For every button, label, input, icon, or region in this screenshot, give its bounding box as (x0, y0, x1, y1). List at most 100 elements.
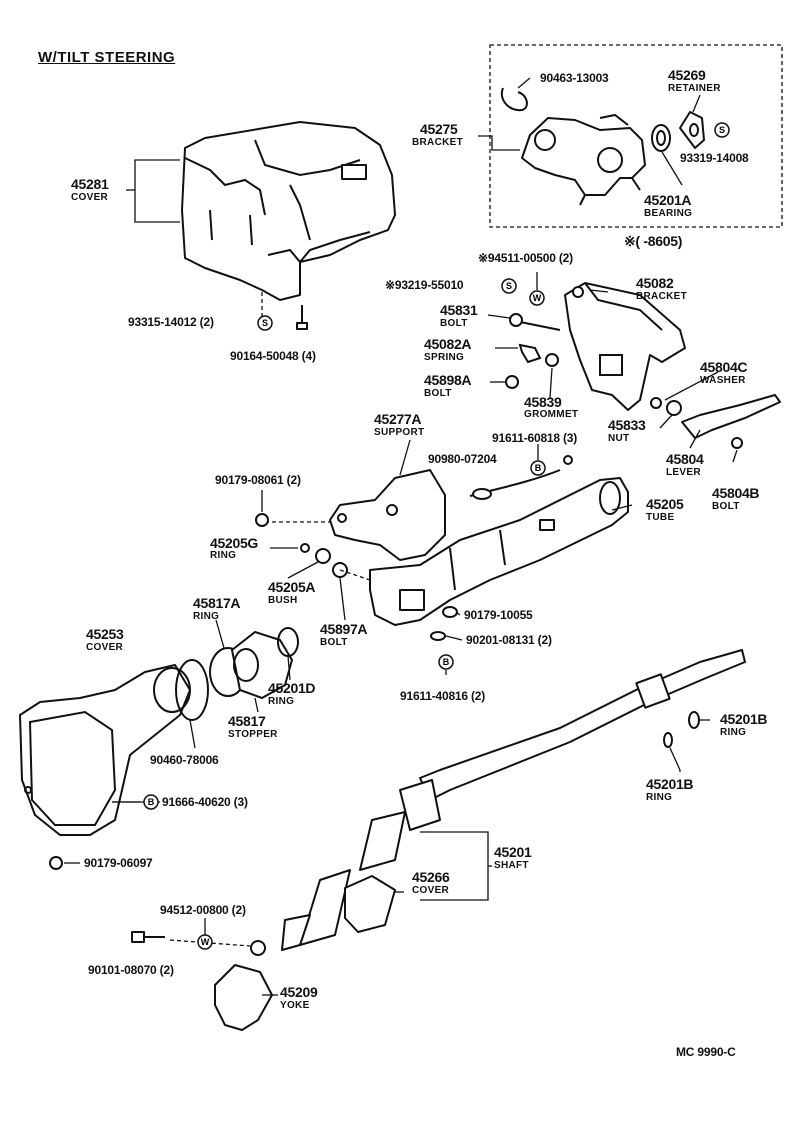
label-90101: 90101-08070 (2) (88, 963, 174, 977)
label-45205A-name: BUSH (268, 595, 298, 606)
label-90179-06097: 90179-06097 (84, 856, 153, 870)
label-45804-num: 45804 (666, 451, 704, 467)
label-91611-60818: 91611-60818 (3) (492, 431, 578, 445)
bolt-45898A (505, 375, 519, 389)
support-45277A (329, 469, 446, 561)
label-45266-num: 45266 (412, 869, 450, 885)
symbol-s-93315: S (257, 315, 273, 331)
spring-90463 (500, 87, 528, 112)
label-45817-num: 45817 (228, 713, 266, 729)
label-45898A-name: BOLT (424, 388, 452, 399)
upper-cover-drawing (181, 121, 396, 301)
diagram-title: W/TILT STEERING (38, 49, 176, 66)
label-45082-name: BRACKET (636, 291, 687, 302)
symbol-b-91611-60818: B (530, 460, 546, 476)
label-45205G-num: 45205G (210, 535, 259, 551)
label-45281-num: 45281 (71, 176, 109, 192)
label-45201-name: SHAFT (494, 860, 529, 871)
nut-90179-08061 (255, 513, 269, 527)
symbol-s-93319: S (714, 122, 730, 138)
label-90980: 90980-07204 (428, 452, 497, 466)
label-45253-name: COVER (86, 642, 124, 653)
label-45201B-upper-name: RING (720, 727, 747, 738)
label-45898A-num: 45898A (424, 372, 472, 388)
label-45839-name: GROMMET (524, 409, 579, 420)
label-45205G-name: RING (210, 550, 237, 561)
label-45804B-num: 45804B (712, 485, 760, 501)
label-45253-num: 45253 (86, 626, 124, 642)
label-45205-name: TUBE (646, 512, 675, 523)
label-45831-name: BOLT (440, 318, 468, 329)
bolt-45831 (509, 313, 561, 331)
nut-45833 (666, 400, 682, 416)
svg-text:B: B (535, 463, 542, 473)
label-45205-num: 45205 (646, 496, 684, 512)
label-45201A-num: 45201A (644, 192, 692, 208)
label-90179-10055: 90179-10055 (464, 608, 533, 622)
label-90463: 90463-13003 (540, 71, 609, 85)
yoke-45209 (214, 964, 273, 1031)
bracket-45082-drawing (564, 282, 686, 411)
label-90460: 90460-78006 (150, 753, 219, 767)
label-45082A-num: 45082A (424, 336, 472, 352)
label-45269-name: RETAINER (668, 83, 721, 94)
label-45209-name: YOKE (280, 1000, 310, 1011)
label-45201D-name: RING (268, 696, 295, 707)
footer-code: MC 9990-C (676, 1045, 736, 1059)
label-45804C-num: 45804C (700, 359, 748, 375)
bearing-45201A (651, 124, 671, 152)
ring-45205G (300, 543, 310, 553)
svg-text:W: W (201, 937, 210, 947)
leader-lines (64, 77, 738, 996)
label-45201B-lower-num: 45201B (646, 776, 694, 792)
label-45201D-num: 45201D (268, 680, 316, 696)
label-91666: 91666-40620 (3) (162, 795, 248, 809)
label-90201: 90201-08131 (2) (466, 633, 552, 647)
svg-text:B: B (148, 797, 155, 807)
label-45082-num: 45082 (636, 275, 674, 291)
label-91611-40816: 91611-40816 (2) (400, 689, 486, 703)
label-45082A-name: SPRING (424, 352, 465, 363)
label-45277A-num: 45277A (374, 411, 422, 427)
label-45201B-upper-num: 45201B (720, 711, 768, 727)
label-45201A-name: BEARING (644, 208, 693, 219)
label-45833-name: NUT (608, 433, 630, 444)
label-45817A-num: 45817A (193, 595, 241, 611)
symbol-s-93219: S (501, 278, 517, 294)
symbol-b-91611-40816: B (438, 654, 454, 670)
label-45897A-num: 45897A (320, 621, 368, 637)
label-45209-num: 45209 (280, 984, 318, 1000)
label-93315: 93315-14012 (2) (128, 315, 214, 329)
label-45804C-name: WASHER (700, 375, 746, 386)
label-45817A-name: RING (193, 611, 220, 622)
label-45266-name: COVER (412, 885, 450, 896)
spring-45082A (518, 343, 542, 364)
lever-45804 (681, 394, 781, 439)
cover-45266 (344, 875, 396, 933)
bush-45205A (315, 548, 331, 564)
ring-45201B-lower (663, 732, 673, 748)
tube-45205-drawing (369, 477, 629, 626)
clamp-90460 (175, 659, 209, 721)
washer-45804C (650, 397, 662, 409)
svg-text:S: S (506, 281, 512, 291)
label-45205A-num: 45205A (268, 579, 316, 595)
svg-text:W: W (533, 293, 542, 303)
retainer-45269 (679, 111, 705, 149)
label-90179-08061: 90179-08061 (2) (215, 473, 301, 487)
label-45817-name: STOPPER (228, 729, 278, 740)
symbol-b-91666: B (143, 794, 159, 810)
label-45804B-name: BOLT (712, 501, 740, 512)
nut-90179-06097 (49, 856, 63, 870)
label-93319: 93319-14008 (680, 151, 749, 165)
label-45201B-lower-name: RING (646, 792, 673, 803)
washer-90201 (430, 631, 446, 641)
label-45269-num: 45269 (668, 67, 706, 83)
ring-45201B-upper (688, 711, 700, 729)
svg-text:S: S (719, 125, 725, 135)
symbol-w-94512: W (197, 934, 213, 950)
label-45277A-name: SUPPORT (374, 427, 425, 438)
